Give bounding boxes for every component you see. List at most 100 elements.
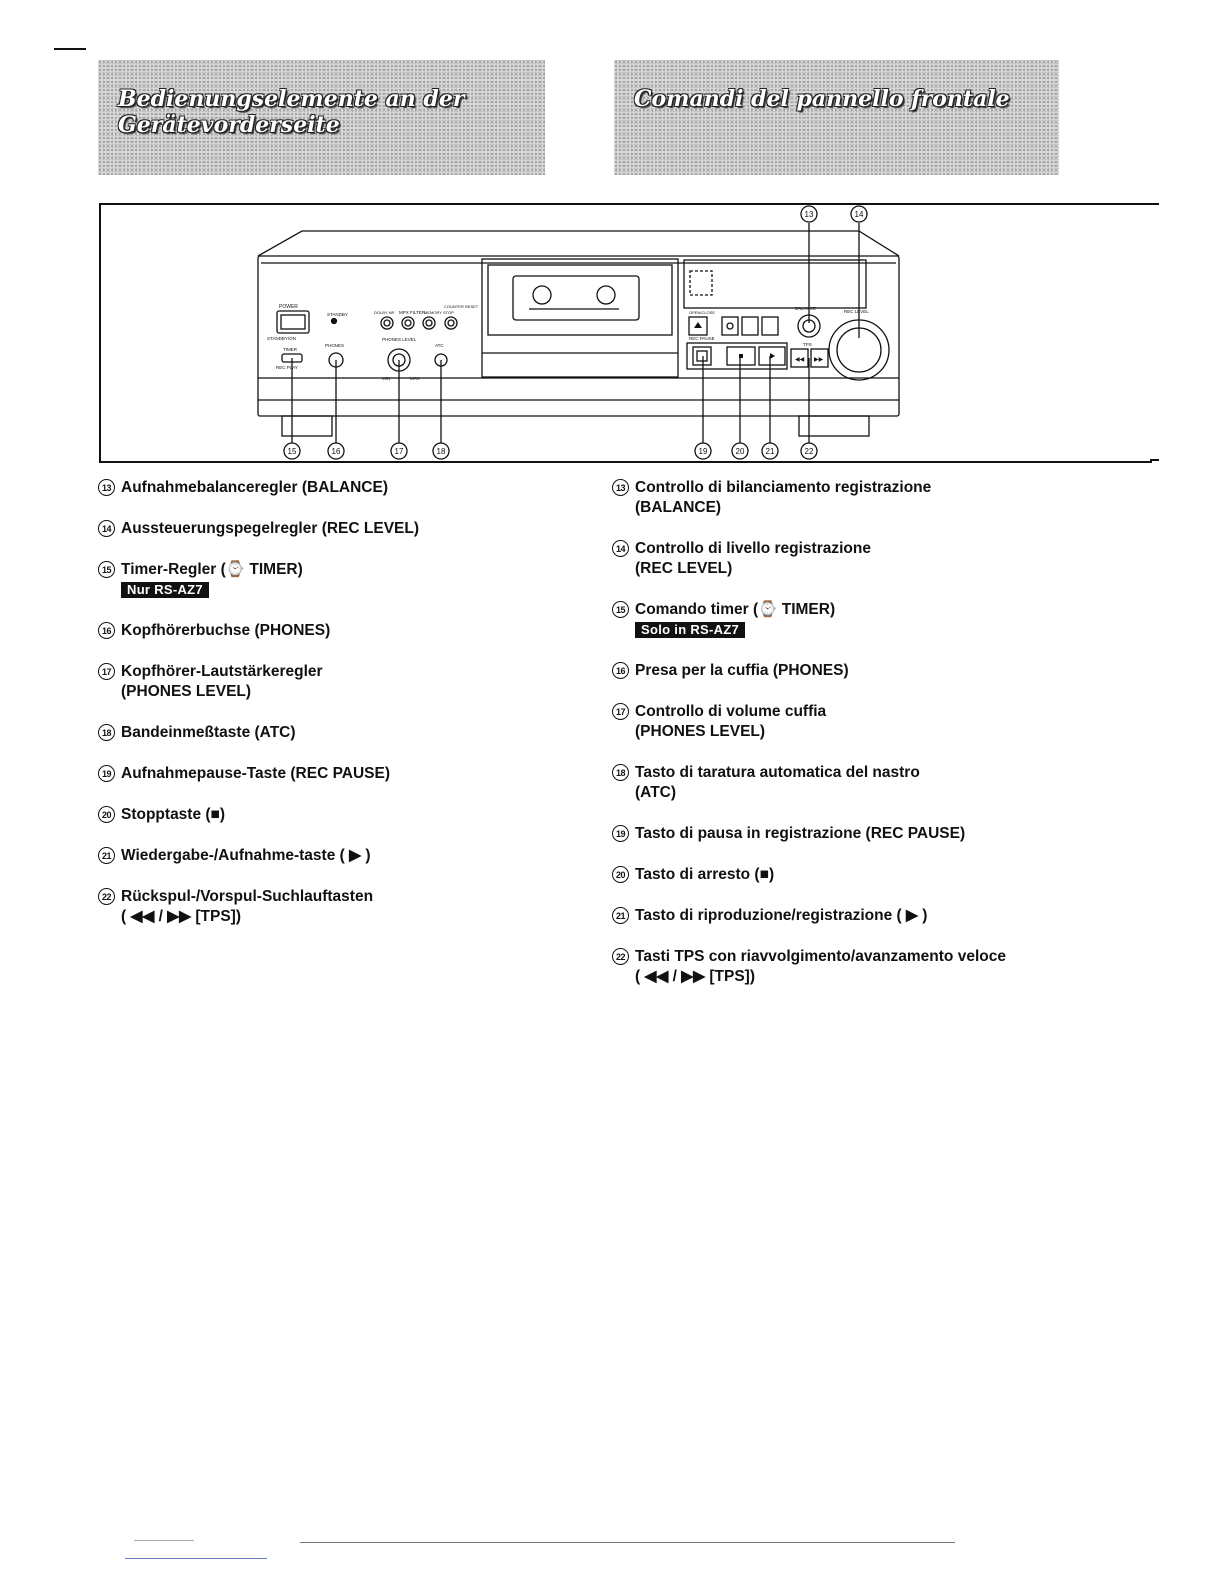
italian-controls-list: 13 Controllo di bilanciamento registrazi… — [612, 478, 1172, 1008]
model-badge: Nur RS-AZ7 — [121, 582, 209, 598]
item-number: 19 — [98, 765, 115, 782]
phones-label: PHONES — [325, 343, 344, 348]
cassette-window — [512, 275, 640, 321]
cassette-reel-right — [596, 285, 616, 305]
callout-14: 14 — [850, 205, 868, 223]
item-text: Kopfhörer-Lautstärkeregler — [121, 663, 323, 680]
item-text: Presa per la cuffia (PHONES) — [635, 662, 849, 679]
max-label: MAX — [410, 376, 420, 381]
svg-text:▶▶: ▶▶ — [814, 357, 824, 363]
front-panel-diagram-frame — [99, 203, 1152, 463]
italian-section-title: Comandi del pannello frontale — [634, 86, 1010, 112]
item-text-line2: ( ◀◀ / ▶▶ [TPS]) — [121, 908, 242, 925]
standby-label: STANDBY — [327, 312, 348, 317]
list-item: 22 Rückspul-/Vorspul-Suchlauftasten ( ◀◀… — [98, 887, 568, 927]
deck-body — [257, 255, 900, 417]
deck-top-outline — [257, 230, 900, 257]
list-item: 13 Controllo di bilanciamento registrazi… — [612, 478, 1172, 518]
list-item: 19 Aufnahmepause-Taste (REC PAUSE) — [98, 764, 568, 784]
callout-16: 16 — [327, 442, 345, 460]
rec-pause-label: REC PAUSE — [689, 336, 715, 341]
phones-level-label: PHONES LEVEL — [382, 337, 417, 342]
item-number: 13 — [98, 479, 115, 496]
memory-button — [422, 316, 436, 330]
fast-forward-button — [810, 348, 829, 368]
item-text: Kopfhörerbuchse (PHONES) — [121, 622, 331, 639]
list-item: 18 Bandeinmeßtaste (ATC) — [98, 723, 568, 743]
item-number: 15 — [612, 601, 629, 618]
callout-21: 21 — [761, 442, 779, 460]
list-item: 16 Presa per la cuffia (PHONES) — [612, 661, 1172, 681]
item-number: 16 — [612, 662, 629, 679]
item-number: 17 — [98, 663, 115, 680]
item-text: Tasto di pausa in registrazione (REC PAU… — [635, 825, 966, 842]
mpx-label: MPX FILTER — [399, 310, 426, 315]
standby-indicator — [330, 317, 338, 325]
item-text: Controllo di bilanciamento registrazione — [635, 479, 932, 496]
callout-13-number: 13 — [805, 210, 814, 219]
item-text: Tasto di riproduzione/registrazione ( ▶ … — [635, 907, 928, 924]
cassette-reel-left — [532, 285, 552, 305]
deck-foot-right — [798, 415, 870, 437]
callout-18: 18 — [432, 442, 450, 460]
counter-label: COUNTER RESET — [444, 304, 479, 309]
stop-button — [726, 346, 756, 366]
callout-18-number: 18 — [437, 447, 446, 456]
list-item: 18 Tasto di taratura automatica del nast… — [612, 763, 1172, 803]
item-number: 21 — [612, 907, 629, 924]
item-number: 13 — [612, 479, 629, 496]
list-item: 14 Aussteuerungspegelregler (REC LEVEL) — [98, 519, 568, 539]
callout-20: 20 — [731, 442, 749, 460]
callout-21-number: 21 — [766, 447, 775, 456]
callout-19: 19 — [694, 442, 712, 460]
list-item: 16 Kopfhörerbuchse (PHONES) — [98, 621, 568, 641]
item-text: Stopptaste (■) — [121, 806, 226, 823]
frame-edge-tick — [1150, 203, 1159, 205]
list-item: 15 Timer-Regler (⌚ TIMER) Nur RS-AZ7 — [98, 560, 568, 600]
item-text: Aufnahmepause-Taste (REC PAUSE) — [121, 765, 390, 782]
item-text: Controllo di volume cuffia — [635, 703, 827, 720]
model-badge: Solo in RS-AZ7 — [635, 622, 746, 638]
list-item: 21 Tasto di riproduzione/registrazione (… — [612, 906, 1172, 926]
frame-edge-tick — [1150, 459, 1159, 461]
transport-panel — [686, 342, 788, 370]
item-text: Tasti TPS con riavvolgimento/avanzamento… — [635, 948, 1006, 965]
german-title-line2: Gerätevorderseite — [118, 112, 340, 138]
cassette-deck-illustration: POWER STANDBY/ON STANDBY TIMER REC PLAY … — [257, 205, 900, 460]
rec-play-label: REC PLAY — [276, 365, 298, 370]
item-text: Aussteuerungspegelregler (REC LEVEL) — [121, 520, 420, 537]
german-controls-list: 13 Aufnahmebalanceregler (BALANCE) 14 Au… — [98, 478, 568, 948]
item-text: Bandeinmeßtaste (ATC) — [121, 724, 296, 741]
item-number: 16 — [98, 622, 115, 639]
item-text: Tasto di arresto (■) — [635, 866, 775, 883]
item-number: 15 — [98, 561, 115, 578]
italian-section-banner: Comandi del pannello frontale — [614, 60, 1059, 175]
tps-label: TPS — [803, 342, 812, 347]
list-item: 13 Aufnahmebalanceregler (BALANCE) — [98, 478, 568, 498]
callout-15-number: 15 — [288, 447, 297, 456]
item-text-line2: ( ◀◀ / ▶▶ [TPS]) — [635, 968, 756, 985]
footer-blue-rule — [125, 1558, 267, 1559]
item-number: 17 — [612, 703, 629, 720]
mpx-button — [401, 316, 415, 330]
svg-text:◀◀: ◀◀ — [795, 357, 805, 363]
callout-13: 13 — [800, 205, 818, 223]
callout-17: 17 — [390, 442, 408, 460]
memory-label: MEMORY STOP — [424, 310, 454, 315]
rewind-button — [790, 348, 809, 368]
item-text-line2: (BALANCE) — [635, 499, 722, 516]
callout-15: 15 — [283, 442, 301, 460]
list-item: 20 Stopptaste (■) — [98, 805, 568, 825]
counter-reset-button — [444, 316, 458, 330]
callout-20-number: 20 — [736, 447, 745, 456]
list-item: 17 Controllo di volume cuffia (PHONES LE… — [612, 702, 1172, 742]
dolby-label: DOLBY NR — [374, 310, 394, 315]
list-item: 20 Tasto di arresto (■) — [612, 865, 1172, 885]
item-text: Rückspul-/Vorspul-Suchlauftasten — [121, 888, 374, 905]
list-item: 19 Tasto di pausa in registrazione (REC … — [612, 824, 1172, 844]
auto-rec-mute-button — [721, 316, 739, 336]
item-text-line2: (PHONES LEVEL) — [635, 723, 766, 740]
german-title-line1: Bedienungselemente an der — [118, 86, 465, 112]
item-number: 14 — [98, 520, 115, 537]
item-number: 21 — [98, 847, 115, 864]
